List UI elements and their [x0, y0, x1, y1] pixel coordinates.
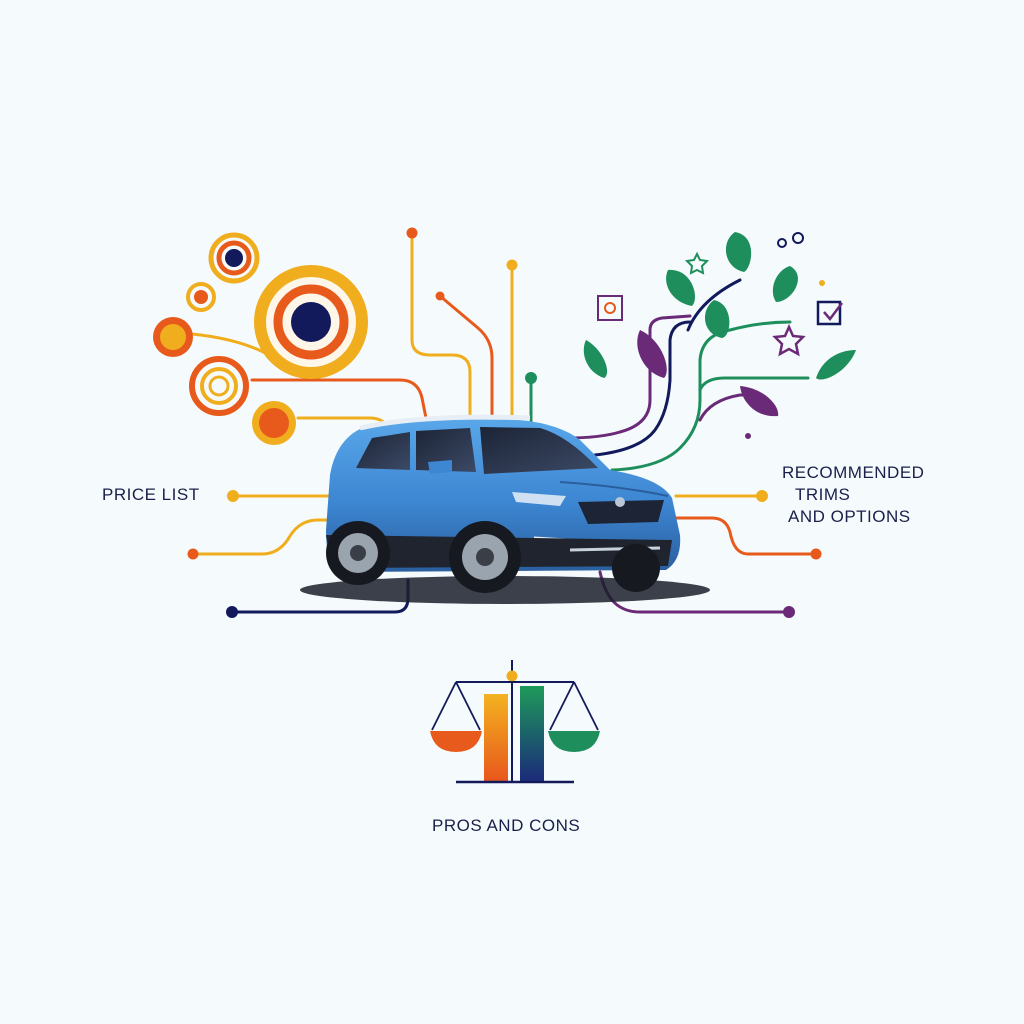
- star-icon: [772, 323, 806, 357]
- gear-icon-small: [777, 232, 804, 248]
- connector-circles-1: [250, 378, 428, 420]
- concentric-circles-icon: [153, 232, 368, 445]
- connector-branch-navy-2: [686, 278, 742, 332]
- connector-left-orange: [191, 518, 334, 556]
- connector-branch-navy: [593, 320, 692, 457]
- connector-top-1: [410, 231, 472, 424]
- connector-branch-purple: [564, 314, 692, 440]
- price-list-label: PRICE LIST: [102, 485, 200, 504]
- connector-branch-purple-2: [698, 393, 762, 422]
- checkbox-icon: [816, 300, 843, 326]
- recommended-trims-label: RECOMMENDED TRIMS AND OPTIONS: [782, 462, 924, 528]
- settings-box-icon: [597, 295, 623, 321]
- connector-branch-green-2: [698, 376, 810, 392]
- star-icon-small: [684, 251, 710, 275]
- leaf-branch-icon: [583, 232, 856, 417]
- connector-top-2: [438, 294, 494, 422]
- connector-right-orange: [674, 516, 818, 556]
- recommended-line-3: AND OPTIONS: [788, 507, 911, 526]
- recommended-line-2: TRIMS: [795, 485, 851, 504]
- pros-and-cons-label: PROS AND CONS: [432, 816, 581, 835]
- balance-scale-icon: [430, 660, 600, 784]
- recommended-line-1: RECOMMENDED: [782, 463, 925, 482]
- connector-dots: [187, 227, 825, 618]
- connector-branch-green: [610, 320, 792, 472]
- suv-car-image: [300, 414, 710, 604]
